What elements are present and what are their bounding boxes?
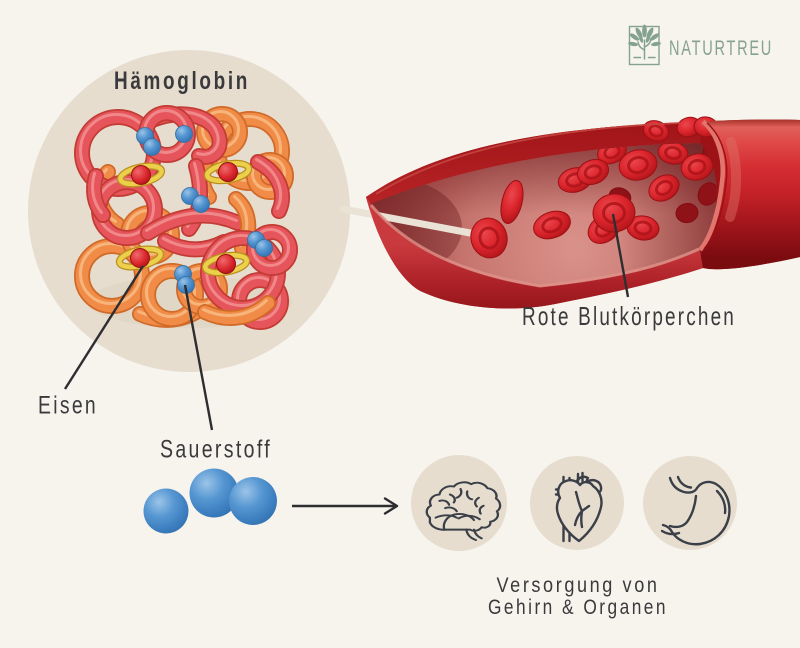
svg-text:Gehirn & Organen: Gehirn & Organen bbox=[488, 596, 668, 619]
svg-text:Rote Blutkörperchen: Rote Blutkörperchen bbox=[522, 301, 736, 331]
svg-text:Hämoglobin: Hämoglobin bbox=[114, 67, 250, 95]
svg-text:Sauerstoff: Sauerstoff bbox=[160, 436, 272, 464]
svg-text:Eisen: Eisen bbox=[38, 392, 98, 420]
svg-text:NATURTREU: NATURTREU bbox=[669, 37, 773, 60]
svg-text:Versorgung von: Versorgung von bbox=[497, 574, 660, 597]
